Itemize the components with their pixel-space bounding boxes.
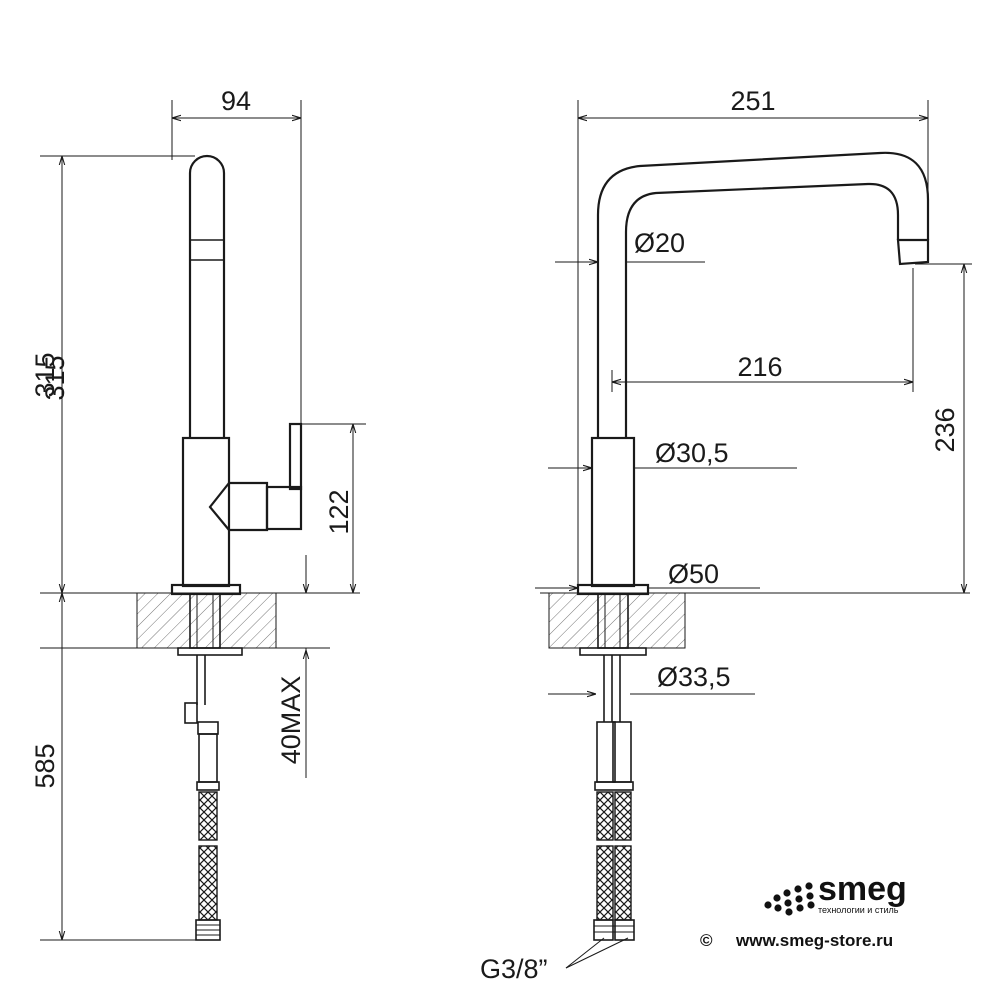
front-hoses xyxy=(593,721,635,941)
side-view: 94 315 315 122 585 40MAX xyxy=(30,86,366,941)
smeg-tagline: технологии и стиль xyxy=(818,905,899,915)
label-236: 236 xyxy=(930,407,960,452)
label-d33-5: Ø33,5 xyxy=(657,662,731,692)
side-body xyxy=(181,436,231,588)
label-251: 251 xyxy=(730,86,775,116)
side-countertop xyxy=(40,592,360,649)
label-94: 94 xyxy=(221,86,251,116)
label-585: 585 xyxy=(30,743,60,788)
label-d50: Ø50 xyxy=(668,559,719,589)
label-216: 216 xyxy=(737,352,782,382)
dim-mount-max: 40MAX xyxy=(276,555,306,778)
dim-side-width: 94 xyxy=(171,86,302,424)
label-122: 122 xyxy=(324,489,354,534)
side-shank xyxy=(177,593,243,724)
smeg-logo-text: smeg xyxy=(818,870,907,908)
smeg-logo-dots-icon xyxy=(764,882,815,916)
dim-body-diameter: Ø30,5 xyxy=(548,438,797,468)
brand-block: smeg технологии и стиль © www.smeg-store… xyxy=(700,870,907,950)
label-d30-5: Ø30,5 xyxy=(655,438,729,468)
dim-lever-height: 122 xyxy=(301,423,366,593)
label-315-ghost: 315 xyxy=(40,355,70,400)
front-countertop xyxy=(540,592,970,649)
side-spout-tube xyxy=(188,154,226,438)
label-40max: 40MAX xyxy=(276,676,306,765)
dim-base-diameter: Ø50 xyxy=(535,559,760,589)
dim-thread: G3/8” xyxy=(480,937,629,984)
dim-under-length: 585 xyxy=(30,593,200,941)
label-g3-8: G3/8” xyxy=(480,954,548,984)
dim-spout-diameter: Ø20 xyxy=(555,228,705,262)
front-body xyxy=(590,436,636,588)
front-view: 251 Ø20 216 236 Ø30,5 xyxy=(480,86,972,984)
label-315: 315 xyxy=(30,352,60,397)
dim-front-width: 251 xyxy=(577,86,929,593)
dim-shank-diameter: Ø33,5 xyxy=(548,662,755,694)
side-lever xyxy=(208,422,303,532)
website-link[interactable]: www.smeg-store.ru xyxy=(735,931,893,950)
copyright-symbol: © xyxy=(700,931,713,950)
side-hose xyxy=(195,721,221,941)
dim-spout-height: 236 xyxy=(915,263,972,593)
front-spout-tube xyxy=(596,151,930,438)
front-shank xyxy=(579,593,647,722)
dim-side-height: 315 315 xyxy=(30,155,195,593)
label-d20: Ø20 xyxy=(634,228,685,258)
dim-spout-reach: 216 xyxy=(611,268,914,392)
